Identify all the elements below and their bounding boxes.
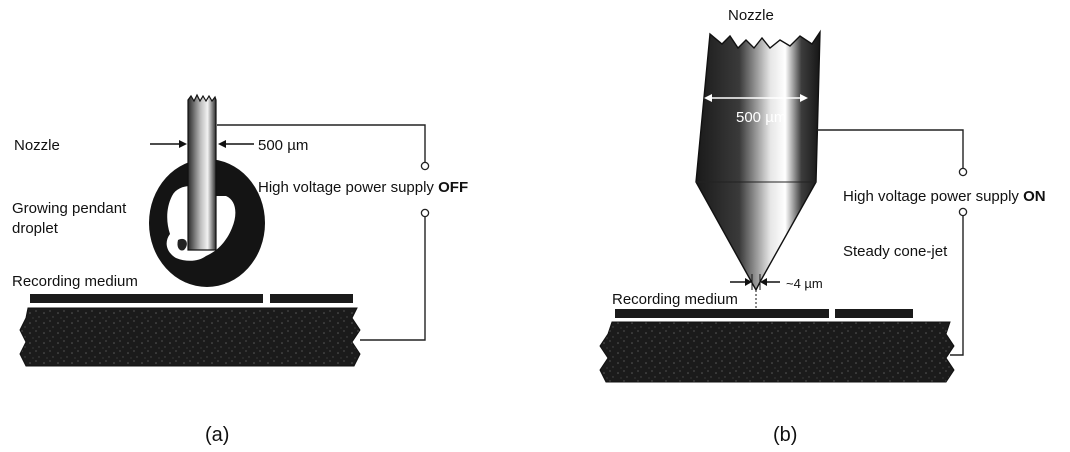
power-wire-bottom xyxy=(360,217,426,341)
power-terminal-bottom xyxy=(420,208,430,218)
recording-medium-substrate xyxy=(19,307,361,367)
power-supply-text: High voltage power supply xyxy=(843,188,1023,205)
medium-label: Recording medium xyxy=(612,291,738,308)
recording-medium-bar-left xyxy=(615,309,829,318)
recording-medium-bar-left xyxy=(30,294,263,303)
medium-label: Recording medium xyxy=(12,273,138,290)
power-terminal-top xyxy=(958,167,968,177)
droplet-label-line1: Growing pendant xyxy=(12,200,127,217)
power-wire-top xyxy=(217,124,426,162)
caption-b: (b) xyxy=(773,424,797,446)
nozzle-width-label: 500 µm xyxy=(736,109,786,126)
nozzle-label: Nozzle xyxy=(14,137,60,154)
power-supply-label: High voltage power supply OFF xyxy=(258,179,468,196)
recording-medium-bar-right xyxy=(270,294,353,303)
power-supply-text: High voltage power supply xyxy=(258,179,438,196)
cone-jet-label: Steady cone-jet xyxy=(843,243,948,260)
power-wire-bottom xyxy=(950,216,964,356)
panel-b: 500 µm Nozzle ~4 µm High voltage power s… xyxy=(599,7,1046,446)
power-terminal-top xyxy=(420,161,430,171)
power-state: OFF xyxy=(438,179,468,196)
jet-width-label: ~4 µm xyxy=(786,276,823,291)
caption-a: (a) xyxy=(205,424,229,446)
droplet-label-line2: droplet xyxy=(12,220,59,237)
power-wire-top xyxy=(817,129,964,168)
nozzle-tube xyxy=(187,93,217,251)
power-supply-label: High voltage power supply ON xyxy=(843,188,1046,205)
nozzle-cone xyxy=(695,29,821,292)
recording-medium-bar-right xyxy=(835,309,913,318)
dimension-label: 500 µm xyxy=(258,137,308,154)
panel-a: Nozzle 500 µm Growing pendant droplet Hi… xyxy=(12,93,468,446)
recording-medium-substrate xyxy=(599,321,955,383)
power-terminal-bottom xyxy=(958,207,968,217)
power-state: ON xyxy=(1023,188,1046,205)
nozzle-label: Nozzle xyxy=(728,7,774,24)
